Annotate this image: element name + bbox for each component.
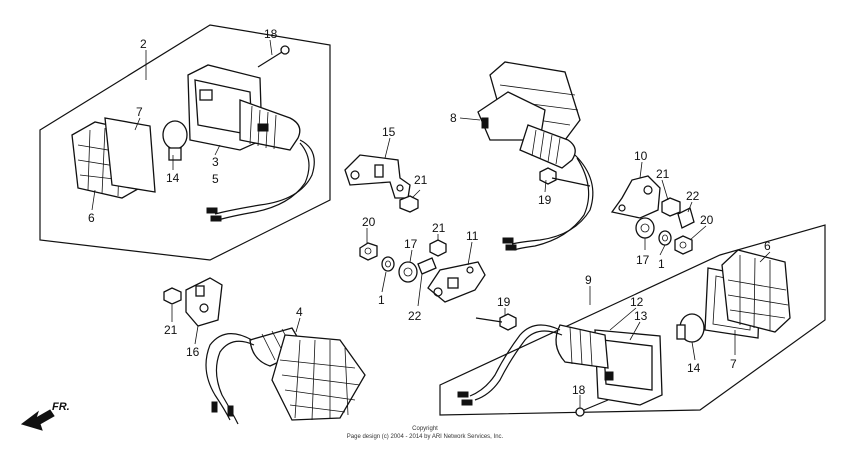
front-direction-label: FR. — [52, 401, 70, 413]
housing-part-13 — [594, 329, 663, 406]
callout-19: 19 — [497, 295, 511, 309]
callout-7: 7 — [136, 105, 143, 119]
callout-9: 9 — [585, 273, 592, 287]
callout-21: 21 — [164, 323, 178, 337]
washer-part-1-right — [658, 230, 672, 246]
callout-22: 22 — [686, 189, 700, 203]
copyright-line-1: Copyright — [412, 426, 438, 432]
callout-19: 19 — [538, 193, 552, 207]
gasket-part-7-left — [104, 117, 156, 193]
socket-part-5 — [239, 99, 301, 151]
nut-part-21-c — [661, 197, 681, 217]
bracket-part-11 — [427, 261, 486, 303]
callout-12: 12 — [630, 295, 644, 309]
nut-part-21-d — [163, 287, 182, 305]
callout-15: 15 — [382, 125, 396, 139]
callout-3: 3 — [212, 155, 219, 169]
callout-5: 5 — [212, 172, 219, 186]
bolt-part-19-top — [539, 167, 591, 187]
callout-18: 18 — [264, 27, 278, 41]
callout-21: 21 — [432, 221, 446, 235]
callout-17: 17 — [636, 253, 650, 267]
screw-part-18-bottom — [575, 399, 609, 417]
grommet-part-17-right — [635, 217, 655, 239]
collar-part-22-left — [417, 257, 437, 275]
bulb-part-14-right — [676, 313, 705, 343]
callout-20: 20 — [362, 215, 376, 229]
callout-1: 1 — [378, 293, 385, 307]
callout-14: 14 — [166, 171, 180, 185]
callout-17: 17 — [404, 237, 418, 251]
callout-10: 10 — [634, 149, 648, 163]
nut-part-20-right — [674, 235, 693, 255]
bracket-part-15 — [344, 154, 411, 199]
callout-21: 21 — [656, 167, 670, 181]
callout-11: 11 — [466, 229, 479, 243]
leader-lines — [91, 39, 771, 408]
front-direction-arrow: FR. — [20, 401, 70, 431]
nut-part-20-left — [359, 242, 378, 261]
lens-part-6-right — [721, 249, 791, 333]
callout-6: 6 — [88, 211, 95, 225]
copyright-line-2: Page design (c) 2004 - 2014 by ARI Netwo… — [347, 434, 504, 440]
assembly-group-bottom-right — [439, 224, 826, 417]
washer-part-1-left — [381, 256, 395, 272]
turn-signal-part-4 — [205, 327, 366, 425]
callout-1: 1 — [658, 257, 665, 271]
callout-13: 13 — [634, 309, 648, 323]
callout-4: 4 — [296, 305, 303, 319]
bracket-part-10 — [610, 175, 661, 219]
socket-part-12 — [555, 324, 609, 369]
assembly-group-top-left — [39, 24, 331, 261]
bracket-part-16 — [185, 277, 223, 327]
callout-8: 8 — [450, 111, 457, 125]
nut-part-21-b — [429, 239, 447, 257]
callout-16: 16 — [186, 345, 200, 359]
callout-14: 14 — [687, 361, 701, 375]
callout-20: 20 — [700, 213, 714, 227]
bulb-part-14-left — [162, 120, 188, 161]
callout-7: 7 — [730, 357, 737, 371]
callout-6: 6 — [764, 239, 771, 253]
callout-18: 18 — [572, 383, 586, 397]
housing-part-3 — [187, 64, 263, 151]
turn-signal-part-8 — [477, 61, 594, 251]
callout-2: 2 — [140, 37, 147, 51]
nut-part-21-a — [399, 195, 419, 213]
collar-part-22-right — [677, 207, 695, 229]
screw-part-18-top — [257, 51, 283, 68]
callout-21: 21 — [414, 173, 428, 187]
bolt-part-19-bottom — [475, 313, 517, 331]
callout-22: 22 — [408, 309, 422, 323]
grommet-part-17-left — [398, 261, 418, 283]
